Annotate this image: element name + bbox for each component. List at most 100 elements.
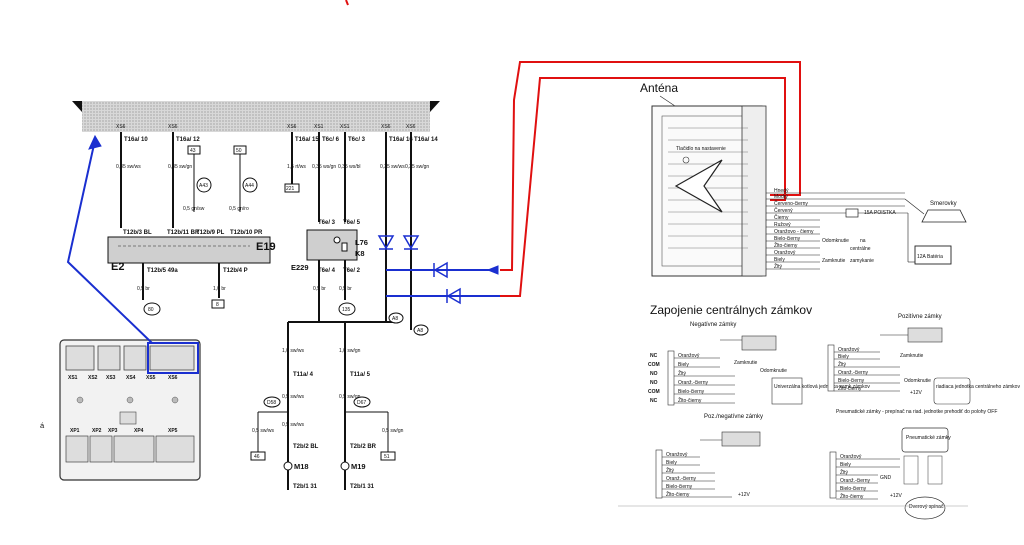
connector-label: XS6 — [287, 124, 297, 130]
wire-label: Oranžovo - čierny — [774, 229, 814, 235]
bus-end-right — [430, 101, 440, 112]
xp-label: XP2 — [92, 428, 102, 434]
wire-label: 0,5 br — [313, 286, 326, 292]
wire-label: Biely — [838, 354, 849, 360]
alarm-diagram: Anténa Tlačidlo na nastavenie — [640, 81, 967, 277]
pin-label: T6e/ 5 — [343, 220, 361, 226]
pin-label: T16a/ 10 — [124, 137, 148, 143]
control-unit-box — [771, 377, 803, 405]
central-locks: Zapojenie centrálnych zámkov Negatívne z… — [618, 303, 1020, 520]
wire-label: Oranžový — [838, 347, 860, 353]
pin-label: T16a/ 14 — [414, 137, 438, 143]
pneumatic-label: Pneumatické zámky — [906, 435, 951, 441]
blue-arrowhead — [88, 134, 102, 150]
fuse-box: XS1 XS2 XS3 XS4 XS5 XS6 XP1 XP2 XP3 XP4 … — [40, 339, 201, 481]
wire-label: Oranžový — [840, 454, 862, 460]
ref-label: A8 — [392, 316, 398, 322]
wire-label: Červený — [774, 207, 793, 214]
circle-a43 — [196, 177, 212, 193]
wire-label: Ružový — [774, 222, 791, 228]
button-icon — [682, 156, 690, 164]
ref-80 — [143, 302, 161, 316]
wire-label: Oranžový — [774, 250, 796, 256]
motor-icon — [340, 461, 350, 471]
ref-a8 — [388, 312, 404, 324]
pin-label: T6c/ 6 — [322, 137, 340, 143]
module-label: E2 — [111, 261, 124, 273]
module-body — [306, 229, 358, 261]
ref-a8 — [413, 324, 429, 336]
wire-label: 0,5 sw/gn — [382, 428, 404, 434]
battery-icon — [914, 245, 952, 265]
circle-a44 — [242, 177, 258, 193]
posneg-locks: Poz./negatívne zámky Oranžový Biely Žltý… — [655, 414, 763, 499]
port-label: COM — [648, 362, 660, 368]
fuse-bus-bar — [82, 101, 430, 132]
wire-label: 0,5 sw/ws — [252, 428, 274, 434]
ref-box-46 — [250, 451, 266, 461]
bus-end-left — [72, 101, 82, 112]
wire-label: Žlto-čierny — [838, 384, 862, 392]
brand-logo-icon — [674, 159, 723, 213]
blue-arrowhead — [486, 265, 499, 275]
motor-icon — [283, 461, 293, 471]
note-label: Zamknutie — [822, 258, 846, 264]
blue-pointer-line — [66, 139, 153, 344]
wire-label: Oranž.-čierny — [678, 380, 709, 386]
wire-label: Biely — [666, 460, 677, 466]
module-e19: T12b/3 BL T12b/11 BR T12b/9 PL T12b/10 P… — [107, 230, 276, 316]
positive-locks: Pozitívne zámky Oranžový Biely Žltý Oran… — [827, 314, 1020, 405]
wire-label: Biely — [840, 462, 851, 468]
lamp-icon — [333, 236, 341, 244]
diode-3 — [433, 261, 448, 279]
pin-label: T2b/1 31 — [350, 484, 375, 490]
ref-box-221 — [284, 183, 300, 193]
panel-title: Pozitívne zámky — [898, 314, 942, 320]
wire-label: 1,5 rt/ws — [287, 164, 306, 170]
pin-label: T6e/ 2 — [343, 268, 361, 274]
port-label: NC — [650, 353, 658, 359]
lock-label: Univerzálna kotlová jednotka zamk.zámkov — [774, 384, 870, 390]
pin-label: T16a/ 12 — [176, 137, 200, 143]
ref-label: 46 — [254, 454, 260, 460]
locks-title: Zapojenie centrálnych zámkov — [650, 303, 812, 317]
battery-label: 12A Batéria — [917, 254, 943, 260]
circle-label: A44 — [245, 183, 254, 189]
wire-label: 0,5 br — [339, 286, 352, 292]
top-labels: XS6 XS6 XS6 XS1 XS1 XS6 XS6 T16a/ 10 T16… — [116, 124, 438, 170]
wire-label: 0,35 sw/gn — [405, 164, 429, 170]
pneumatic-box — [901, 427, 949, 453]
wire-label: Oranžový — [666, 452, 688, 458]
pin-label: T16a/ 15 — [295, 137, 319, 143]
wire-label: Biely — [678, 362, 689, 368]
note-label: na — [860, 238, 866, 244]
pin-label: T6e/ 4 — [318, 268, 336, 274]
wire-label: 0,35 ws/gn — [312, 164, 336, 170]
wire-label: Žlto-čierny — [666, 490, 690, 498]
ref-label: 50 — [236, 148, 242, 154]
switch-label: Dverový spínač — [909, 504, 944, 510]
pneumatic-locks: Pneumatické zámky - prepínač na riad. je… — [829, 409, 997, 520]
lock-label: riadiaca jednotka centrálneho zámkov — [936, 384, 1020, 390]
unit-button-label: Tlačidlo na nastavenie — [676, 146, 726, 152]
siren-label: Smerovky — [930, 201, 957, 207]
pin-label: T2b/2 BL — [293, 444, 319, 450]
ref-label: 221 — [286, 186, 295, 192]
lock-label: Odomknutie — [904, 378, 931, 384]
port-label: NC — [650, 398, 658, 404]
door-switch-icon — [904, 496, 946, 520]
red-wire-1 — [500, 61, 801, 271]
wire-label: 0,5 sw/gn — [339, 394, 361, 400]
wire-label: Biely — [774, 257, 785, 263]
pin-label: T12b/11 BR — [167, 230, 200, 236]
xp-label: XP3 — [108, 428, 118, 434]
ref-label: D58 — [267, 400, 276, 406]
module-label: L76 — [355, 238, 368, 247]
actuator-icon — [721, 431, 761, 447]
wire-label: Žlto-čierny — [840, 492, 864, 500]
wire-label: Oranž.-čierny — [840, 478, 871, 484]
lock-label: Odomknutie — [760, 368, 787, 374]
motor-label: M18 — [294, 462, 309, 471]
module-l76: T6e/ 3 T6e/ 5 T6e/ 4 T6e/ 2 L76 K8 E229 … — [291, 220, 368, 322]
pin-label: T12b/4 P — [223, 268, 248, 274]
